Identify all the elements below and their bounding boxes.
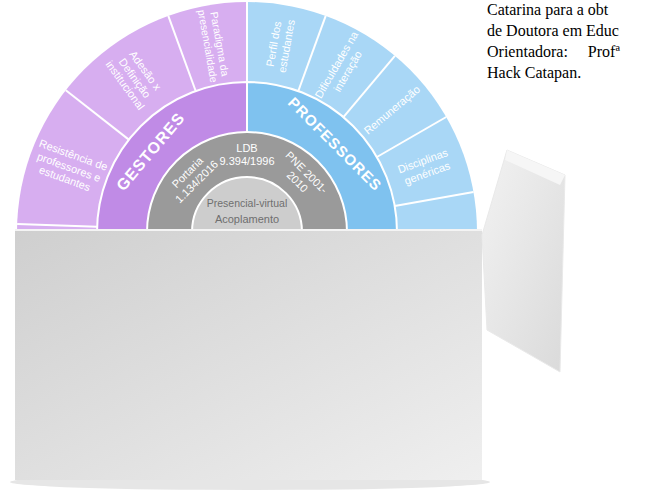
divider — [246, 2, 248, 82]
sector-label: Resistência de professores e estudantes — [25, 136, 113, 199]
cover-text-line: Catarina para a obt — [487, 0, 608, 20]
divider — [168, 16, 195, 91]
divider — [17, 224, 97, 227]
sector-label: Disciplinas genéricas — [383, 141, 467, 192]
divider — [246, 82, 248, 132]
core-label: Presencial-virtual — [199, 197, 295, 209]
sector-label: Remuneração — [357, 79, 426, 140]
sector-label: Dificuldades na interação — [311, 27, 373, 109]
sector-label: Paradigma da presencialidade — [195, 1, 234, 90]
divider — [395, 192, 474, 206]
box-front — [15, 230, 482, 480]
cover-text-line: Orientadora: Profª — [487, 42, 620, 62]
divider — [66, 90, 129, 139]
core-label: Acoplamento — [199, 213, 295, 226]
sector-dividers — [17, 2, 473, 227]
sector-label: Perfil dos estudantes — [261, 3, 300, 86]
box-lid — [482, 150, 565, 372]
sector-label: Adesão x Definição institucional — [96, 34, 175, 123]
box-rim — [15, 229, 482, 231]
cover-text-line: de Doutora em Educ — [487, 21, 619, 41]
cover-text-line: Hack Catapan. — [487, 63, 581, 83]
law-label: LDB 9.394/1996 — [214, 142, 280, 167]
box-lid-edge — [505, 150, 565, 185]
